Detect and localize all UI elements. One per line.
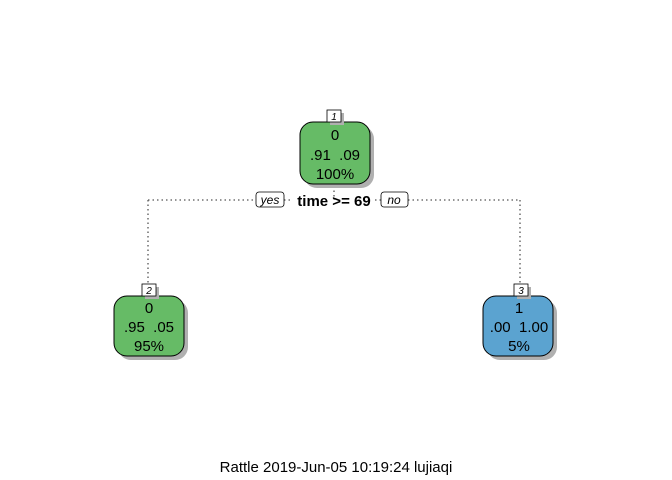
yes-label: yes bbox=[260, 193, 280, 207]
node-root-tag bbox=[326, 109, 342, 123]
node-left-probs: .95 .05 bbox=[124, 319, 174, 336]
yes-label-box bbox=[255, 191, 285, 208]
node-right: 3 1 .00 1.00 5% bbox=[482, 283, 557, 360]
node-root: 1 0 .91 .09 100% bbox=[299, 109, 374, 188]
node-root-class: 0 bbox=[331, 127, 339, 144]
node-right-tag bbox=[513, 283, 529, 297]
node-left: 2 0 .95 .05 95% bbox=[113, 283, 188, 360]
node-right-class: 1 bbox=[515, 300, 523, 317]
node-left-tag bbox=[141, 283, 157, 297]
node-right-id: 3 bbox=[518, 286, 524, 297]
node-root-probs: .91 .09 bbox=[310, 147, 360, 164]
split: yes time >= 69 no bbox=[255, 191, 409, 210]
node-right-pct: 5% bbox=[508, 338, 530, 355]
node-left-id: 2 bbox=[145, 286, 152, 297]
node-root-id: 1 bbox=[331, 112, 337, 123]
node-right-probs: .00 1.00 bbox=[490, 319, 548, 336]
split-condition: time >= 69 bbox=[297, 193, 370, 210]
node-left-class: 0 bbox=[145, 300, 153, 317]
no-label: no bbox=[387, 193, 401, 207]
node-left-pct: 95% bbox=[134, 338, 164, 355]
footer-caption: Rattle 2019-Jun-05 10:19:24 lujiaqi bbox=[219, 459, 453, 476]
node-root-pct: 100% bbox=[316, 166, 354, 183]
no-label-box bbox=[380, 191, 409, 208]
